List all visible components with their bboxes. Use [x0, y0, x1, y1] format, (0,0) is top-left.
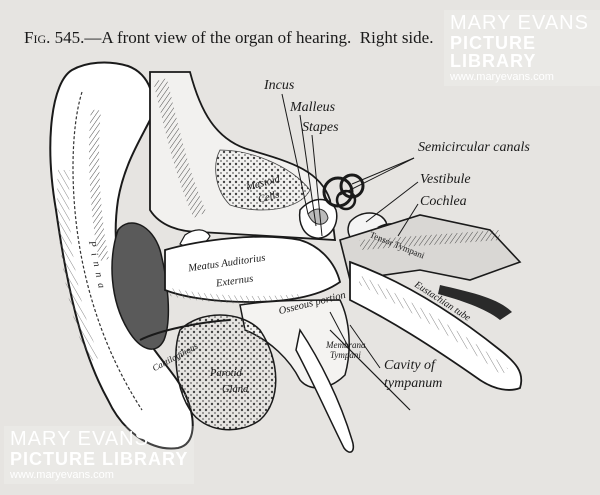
figure-title: —A front view of the organ of hearing.	[84, 28, 352, 47]
label-tympani: Tympani	[330, 350, 361, 360]
watermark-name: MARY EVANS	[450, 12, 589, 34]
watermark-name: MARY EVANS	[10, 428, 149, 450]
watermark-bottom-left: MARY EVANS PICTURE LIBRARY www.maryevans…	[4, 426, 195, 484]
label-membrana: Membrana	[326, 340, 366, 350]
label-stapes: Stapes	[302, 120, 339, 135]
label-cavity-of: Cavity of	[384, 358, 435, 373]
figure-side: Right side.	[359, 28, 434, 47]
figure-number: Fig. 545.	[24, 28, 85, 47]
leader-lines	[281, 93, 419, 369]
label-gland: Gland	[222, 384, 249, 395]
label-vestibule: Vestibule	[420, 172, 471, 187]
external-meatus-shape	[164, 235, 342, 304]
label-cochlea: Cochlea	[420, 194, 467, 209]
watermark-url: www.maryevans.com	[10, 469, 114, 481]
label-tympanum: tympanum	[384, 376, 443, 391]
watermark-library: PICTURE LIBRARY	[10, 449, 189, 469]
watermark-library: PICTURE LIBRARY	[450, 33, 537, 71]
watermark-url: www.maryevans.com	[450, 71, 554, 83]
eustachian-tube-shape	[339, 214, 523, 391]
label-parotid: Parotid	[210, 368, 242, 379]
label-malleus: Malleus	[290, 100, 336, 115]
figure-caption: Fig. 545.—A front view of the organ of h…	[24, 28, 433, 48]
label-incus: Incus	[264, 78, 295, 93]
label-semicircular-canals: Semicircular canals	[418, 140, 530, 155]
tympanic-bone-shape	[239, 299, 411, 453]
parotid-gland-shape	[139, 314, 277, 431]
watermark-top-right: MARY EVANS PICTURE LIBRARY www.maryevans…	[444, 10, 600, 86]
